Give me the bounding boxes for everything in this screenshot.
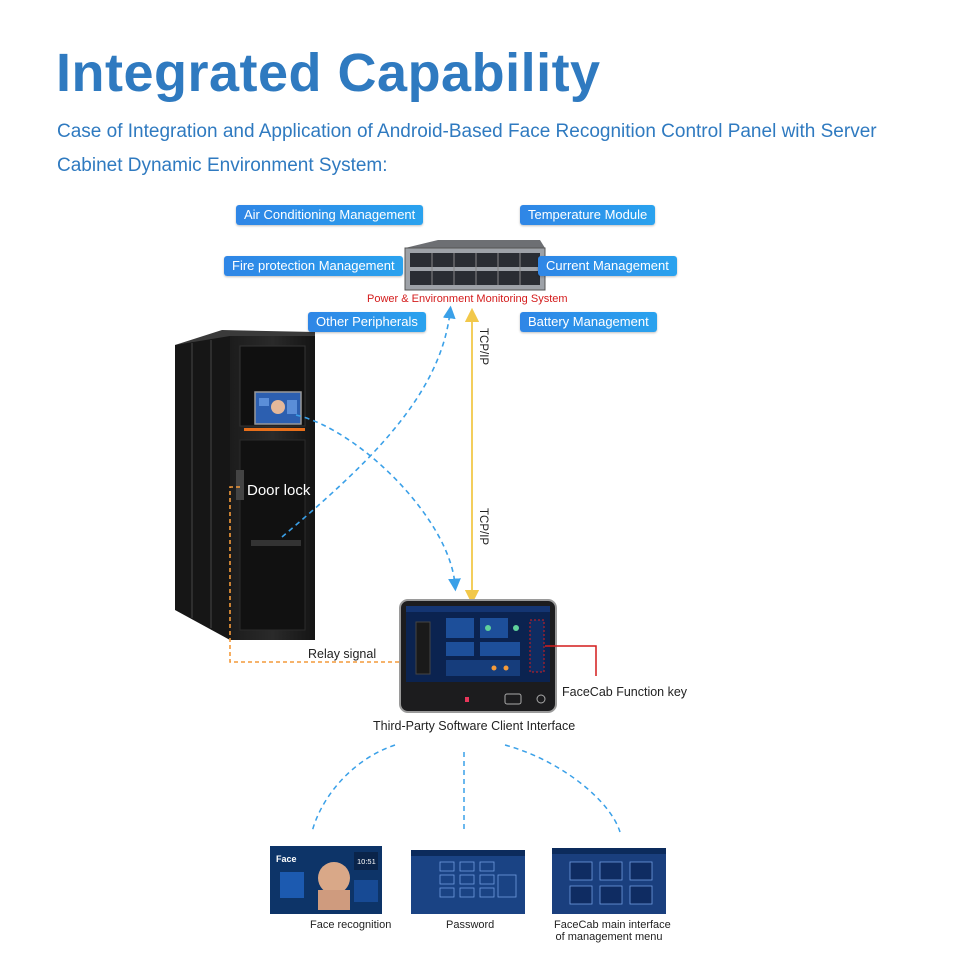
arc-to-face <box>311 744 396 833</box>
face-brand-text: Face <box>276 854 297 864</box>
page-title: Integrated Capability <box>56 43 601 103</box>
air-conditioning-pill: Air Conditioning Management <box>236 205 424 225</box>
control-panel-device <box>399 599 557 713</box>
battery-pill: Battery Management <box>520 312 657 332</box>
tcpip-label-top: TCP/IP <box>477 328 489 366</box>
password-screen <box>411 850 525 914</box>
password-caption: Password <box>446 919 495 931</box>
arc-to-menu <box>504 744 621 833</box>
dashed-link-lock-to-server <box>281 305 456 538</box>
other-peripherals-pill: Other Peripherals <box>308 312 426 332</box>
face-recognition-screen: Face 10:51 <box>270 846 382 914</box>
fire-protection-pill: Fire protection Management <box>224 256 403 276</box>
current-pill: Current Management <box>538 256 677 276</box>
menu-caption-line1: FaceCab main interface <box>554 919 671 931</box>
server-cabinet <box>175 330 315 640</box>
door-lock-label: Door lock <box>247 482 311 499</box>
server-unit <box>404 240 546 291</box>
temperature-pill: Temperature Module <box>520 205 656 225</box>
server-label: Power & Environment Monitoring System <box>367 293 568 305</box>
dashed-link-screen-to-panel <box>295 414 461 592</box>
page-subtitle: Case of Integration and Application of A… <box>57 121 877 176</box>
cabinet-face-screen <box>254 391 302 425</box>
relay-signal-label: Relay signal <box>308 647 377 661</box>
face-clock-text: 10:51 <box>357 857 376 866</box>
tcpip-label-bottom: TCP/IP <box>477 508 489 546</box>
menu-caption-line2: of management menu <box>555 931 663 943</box>
face-recognition-caption: Face recognition <box>310 919 392 931</box>
main-menu-screen <box>552 848 666 914</box>
panel-caption: Third-Party Software Client Interface <box>373 719 576 733</box>
function-key-pointer <box>545 645 597 676</box>
menu-caption: FaceCab main interface of management men… <box>554 919 671 943</box>
function-key-label: FaceCab Function key <box>562 685 688 699</box>
